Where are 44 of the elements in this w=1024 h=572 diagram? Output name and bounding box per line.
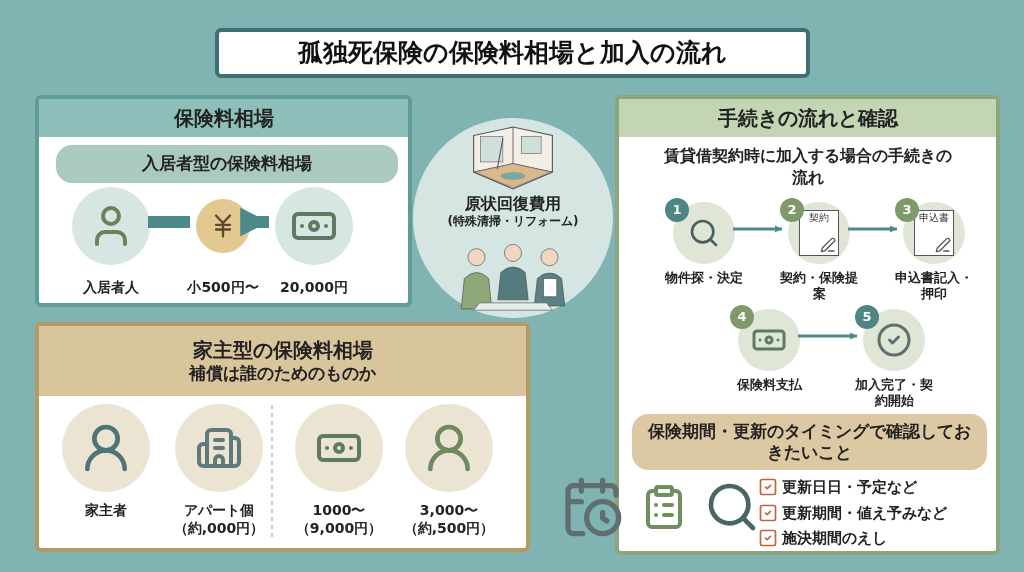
subheading: 賃貸借契約時に加入する場合の手続きの流れ [662,145,953,189]
step-caption: 申込書記入・押印 [894,270,974,303]
node-label: 入居者人 [83,279,139,297]
step-caption: 保険料支払 [735,377,804,394]
heading: 手続きの流れと確認 [717,105,898,131]
check-item: 更新日日・予定など [782,477,917,498]
heading: 保険料相場 [173,105,274,131]
panel [615,95,1000,555]
step-caption: 物件探・決定 [664,270,744,287]
arrow [240,207,269,237]
check-item: 更新期間・値え予みなど [782,502,947,524]
panel [35,322,530,552]
heading: 補償は誰のためのものか [189,362,376,385]
arrow [848,225,897,233]
node-label: 20,000円 [280,279,348,297]
node-label: （9,000円） [295,519,383,537]
title: 孤独死保険の保険料相場と加入の流れ [298,37,727,70]
node-label: 家主者 [85,502,127,520]
step-number: 3 [895,198,919,222]
arrow [733,225,782,233]
node-label: （約,500円） [403,519,495,537]
node-label: 1000〜 [312,502,366,520]
pill-banner [632,414,987,470]
banner-text: 入居者型の保険料相場 [142,153,312,175]
scene-caption: (特殊清掃・リフォーム) [447,214,579,229]
step-number: 5 [855,305,879,329]
step-number: 1 [665,198,689,222]
panel [35,95,412,307]
step-number: 4 [730,305,754,329]
banner-text: 保険期間・更新のタイミングで確認しておきたいこと [647,420,972,464]
node-label: （約,000円） [173,519,265,537]
step-caption: 加入完了・契約開始 [854,377,934,410]
node-label: 3,000〜 [419,502,479,520]
heading: 家主型の保険料相場 [192,337,373,363]
check-item: 施決期間のえし [782,528,887,549]
node-label: 小500円〜 [187,279,259,297]
step-caption: 契約・保険提案 [779,270,859,303]
arrow [798,332,857,340]
pill-banner [56,145,398,183]
node-label: アパート個 [184,502,254,520]
step-number: 2 [780,198,804,222]
document-title: 契約 [809,213,829,223]
scene-caption: 原状回復費用 [465,194,561,214]
document-title: 申込書 [919,213,949,223]
